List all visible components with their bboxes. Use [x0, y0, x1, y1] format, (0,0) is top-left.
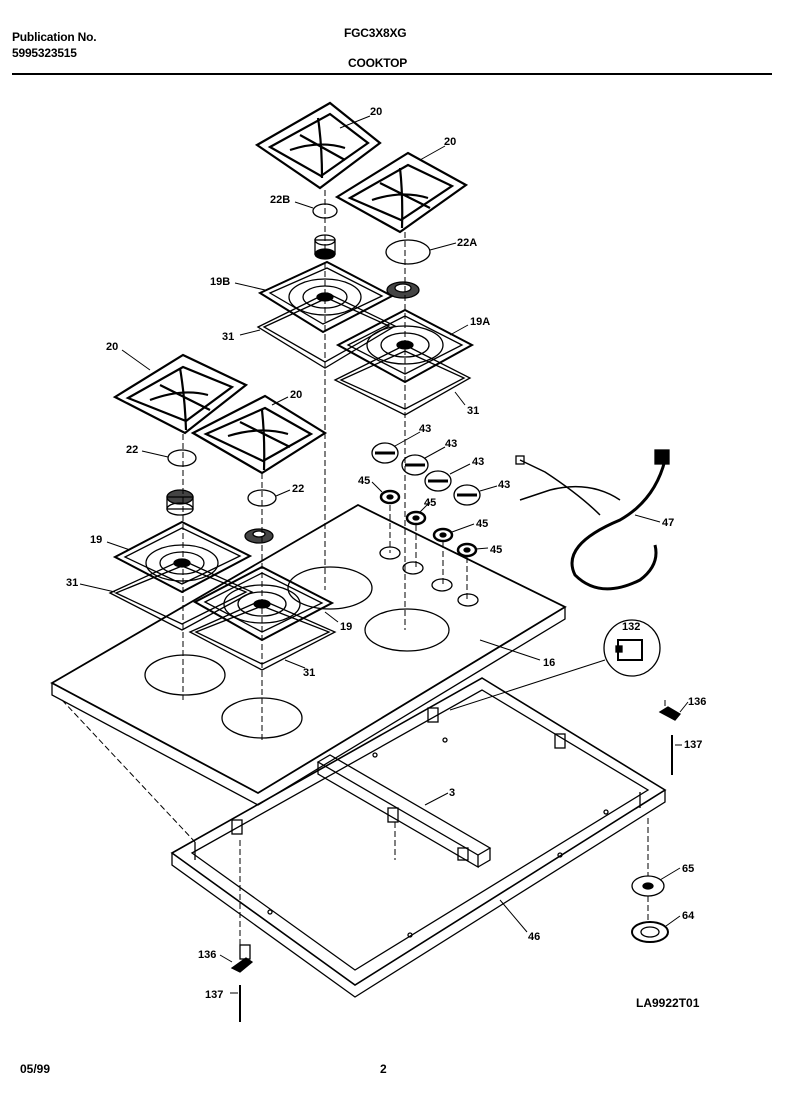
callout-137a: 137	[684, 739, 702, 751]
callout-45d: 45	[490, 544, 502, 556]
burner-grate-mid-left	[112, 353, 249, 435]
callout-43c: 43	[472, 456, 484, 468]
callout-137b: 137	[205, 989, 223, 1001]
publication-number: 5995323515	[12, 46, 77, 60]
burner-grate-top-right	[334, 151, 469, 234]
section-title: COOKTOP	[348, 56, 408, 70]
callout-22c: 22	[292, 483, 304, 495]
callout-31b: 31	[467, 405, 479, 417]
callout-65: 65	[682, 863, 694, 875]
burner-head-top-right	[386, 281, 420, 299]
callout-46: 46	[528, 931, 540, 943]
gasket-31-mid-right	[188, 599, 337, 671]
callout-45b: 45	[424, 497, 436, 509]
model-number: FGC3X8XG	[344, 26, 407, 40]
callout-20a: 20	[370, 106, 382, 118]
header-rule	[12, 73, 772, 75]
callout-20d: 20	[290, 389, 302, 401]
callout-20c: 20	[106, 341, 118, 353]
alignment-lines	[61, 190, 666, 945]
burner-cap-22	[167, 449, 197, 467]
callout-132: 132	[622, 621, 640, 633]
callout-labels: 20 20 22B 22A 19B 31 19A 31 20 20 22 22 …	[66, 106, 706, 1001]
callout-45c: 45	[476, 518, 488, 530]
power-cord	[515, 449, 670, 591]
callout-31d: 31	[303, 667, 315, 679]
callout-22a: 22A	[457, 237, 477, 249]
callout-43b: 43	[445, 438, 457, 450]
knob-bezels	[379, 489, 478, 558]
callout-19a: 19A	[470, 316, 490, 328]
callout-31c: 31	[66, 577, 78, 589]
spark-module	[603, 619, 661, 677]
callout-64: 64	[682, 910, 695, 922]
callout-19c: 19	[340, 621, 352, 633]
page-number: 2	[380, 1062, 387, 1076]
control-knobs	[371, 442, 481, 506]
callout-22: 22	[126, 444, 138, 456]
burner-bowl-19	[112, 520, 253, 594]
burner-bowl-19-right	[192, 565, 335, 642]
callout-47: 47	[662, 517, 674, 529]
callout-43d: 43	[498, 479, 510, 491]
callout-136a: 136	[688, 696, 706, 708]
callout-19b: 19B	[210, 276, 230, 288]
bracket-136-left	[230, 944, 254, 973]
gasket-31-mid-left	[108, 559, 254, 631]
gasket-31-top-right	[333, 344, 472, 416]
plate-65	[631, 875, 665, 897]
callout-22b: 22B	[270, 194, 290, 206]
callout-20b: 20	[444, 136, 456, 148]
callout-45a: 45	[358, 475, 370, 487]
callout-31a: 31	[222, 331, 234, 343]
gasket-31-top-left	[256, 292, 397, 369]
cross-brace	[316, 754, 492, 869]
burner-grate-top-left	[254, 101, 382, 190]
burner-bowl-19b	[257, 260, 395, 334]
bracket-136-right	[658, 706, 681, 721]
callout-3: 3	[449, 787, 455, 799]
burner-head-mid-left	[166, 489, 194, 516]
burner-grate-mid-right	[190, 394, 328, 475]
callout-16: 16	[543, 657, 555, 669]
leader-lines	[79, 115, 689, 994]
callout-19: 19	[90, 534, 102, 546]
burner-head-mid-right	[244, 528, 274, 544]
callout-136b: 136	[198, 949, 216, 961]
cooktop-frame	[170, 677, 667, 998]
footer-date: 05/99	[20, 1062, 51, 1076]
callout-43a: 43	[419, 423, 431, 435]
drawing-id: LA9922T01	[636, 996, 700, 1010]
plate-64	[631, 921, 669, 943]
burner-cap-22a	[385, 239, 431, 265]
publication-label: Publication No.	[12, 30, 97, 44]
